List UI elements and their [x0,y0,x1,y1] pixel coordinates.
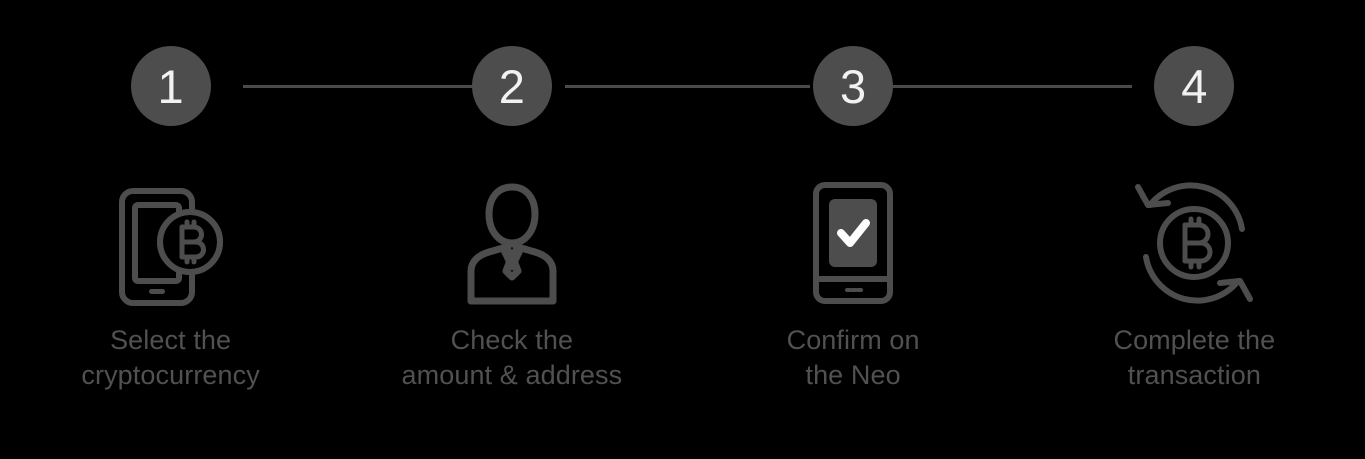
bitcoin-exchange-arrows-icon [1132,179,1256,307]
step-4[interactable]: 4 [1024,0,1365,459]
connector-line-3-4 [890,85,1132,88]
connector-line-2-3 [565,85,810,88]
person-suit-icon [457,179,567,307]
device-checkmark-icon [803,179,903,307]
phone-bitcoin-icon [111,179,231,307]
step-3-caption: Confirm on the Neo [786,325,920,390]
step-4-number-badge: 4 [1154,46,1235,126]
step-2-number-badge: 2 [471,46,552,126]
step-3[interactable]: 3 Confirm on the Neo [683,0,1024,459]
step-2[interactable]: 2 Check the amount & address [341,0,682,459]
step-1[interactable]: 1 [0,0,341,459]
connector-line-1-2 [243,85,485,88]
step-3-number-badge: 3 [813,46,894,126]
step-1-number-badge: 1 [130,46,211,126]
step-2-caption: Check the amount & address [401,325,623,390]
step-1-caption: Select the cryptocurrency [81,325,260,390]
step-4-caption: Complete the transaction [1113,325,1276,390]
